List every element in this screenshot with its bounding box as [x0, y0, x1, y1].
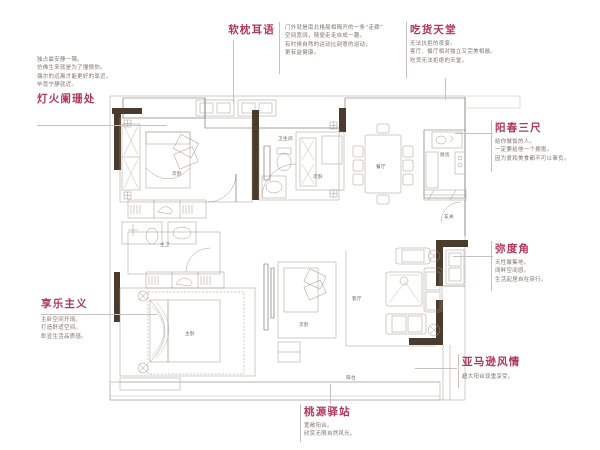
callout-leader-miduijiao [453, 256, 493, 257]
room-label: 次卧 [299, 321, 309, 328]
callout-leader-chihuo [445, 78, 446, 100]
callout-leader-ruanzhen [233, 40, 234, 102]
callout-rule-taoyuan [300, 404, 301, 442]
callout-yangchun: 阳春三尺 给你做饭的人。 一定要给他一个拥抱。 因为爱和美食都不可以辜负。 [495, 122, 597, 163]
callout-title: 灯火阑珊处 [37, 92, 96, 105]
callout-body: 无法抗拒的夜宴。 客厅、餐厅相对独立又完美相融。 吃货无法拒绝的天堂。 [410, 41, 497, 64]
callout-leader-yamaxun [415, 368, 457, 369]
room-label: 次卧 [313, 173, 323, 180]
callout-rule-denghuo [37, 125, 167, 126]
room-label: 次卧 [172, 170, 182, 177]
callout-title: 阳春三尺 [495, 122, 542, 134]
callout-title: 享乐主义 [41, 298, 88, 310]
callout-ruanzhen-title: 软枕耳语 [219, 24, 275, 37]
room-label: 玄关 [444, 213, 454, 220]
callout-leader-taoyuan [330, 384, 331, 404]
callout-yamaxun: 亚马逊风情 超大阳台双重享受。 [462, 356, 582, 381]
room-label: 客厅 [352, 295, 362, 302]
callout-rule-yamaxun [458, 354, 459, 388]
room-label: 餐厅 [376, 163, 386, 170]
callout-rule-ruanzhen [279, 22, 280, 74]
callout-chihuo: 吃货天堂 无法抗拒的夜宴。 客厅、餐厅相对独立又完美相融。 吃货无法拒绝的天堂。 [410, 24, 550, 65]
room-label: 阳台 [346, 374, 356, 381]
callout-denghuo: 独占最安静一隅。 仿佛生来就是为了懂憬你。 偶尔的远离才能更好的靠近。 毕竟宁静… [37, 56, 159, 106]
callout-leader-yangchun [455, 133, 493, 134]
callout-body: 超大阳台双重享受。 [462, 374, 514, 380]
callout-title: 桃源驿站 [304, 406, 351, 418]
callout-title: 软枕耳语 [228, 24, 275, 36]
room-label: 主卫 [160, 241, 170, 248]
callout-xiangle: 享乐主义 主卧空间开阔。 打造舒适空间。 彰显生活品质感。 [41, 298, 153, 341]
callout-body: 独占最安静一隅。 仿佛生来就是为了懂憬你。 偶尔的远离才能更好的靠近。 毕竟宁静… [37, 57, 112, 89]
room-label: 卫生间 [278, 135, 293, 142]
callout-body: 宽敞阳台。 欣赏无限自然风光。 [304, 423, 356, 438]
callout-taoyuan: 桃源驿站 宽敞阳台。 欣赏无限自然风光。 [304, 406, 424, 439]
callout-rule-xiangle [41, 314, 157, 315]
callout-title: 亚马逊风情 [462, 356, 521, 368]
callout-title: 弥度角 [495, 243, 531, 255]
callout-rule-miduijiao [491, 241, 492, 291]
callout-ruanzhen: 门外就是南北格局相隔开的一条“走廊” 空间宽阔，随便走走自成一趣。 有时候自然的… [285, 24, 397, 58]
room-label: 厨房 [440, 151, 450, 158]
callout-rule-chihuo [406, 22, 407, 78]
callout-rule-yangchun [491, 120, 492, 172]
callout-body: 主卧空间开阔。 打造舒适空间。 彰显生活品质感。 [41, 317, 87, 340]
callout-miduijiao: 弥度角 天性聚集地。 阔畔空间感。 生活起居自在穿行。 [495, 243, 597, 284]
room-label: 主卧 [185, 330, 195, 337]
callout-body: 门外就是南北格局相隔开的一条“走廊” 空间宽阔，随便走走自成一趣。 有时候自然的… [285, 25, 384, 57]
callout-body: 天性聚集地。 阔畔空间感。 生活起居自在穿行。 [495, 260, 547, 283]
callout-body: 给你做饭的人。 一定要给他一个拥抱。 因为爱和美食都不可以辜负。 [495, 139, 570, 162]
callout-title: 吃货天堂 [410, 24, 457, 36]
